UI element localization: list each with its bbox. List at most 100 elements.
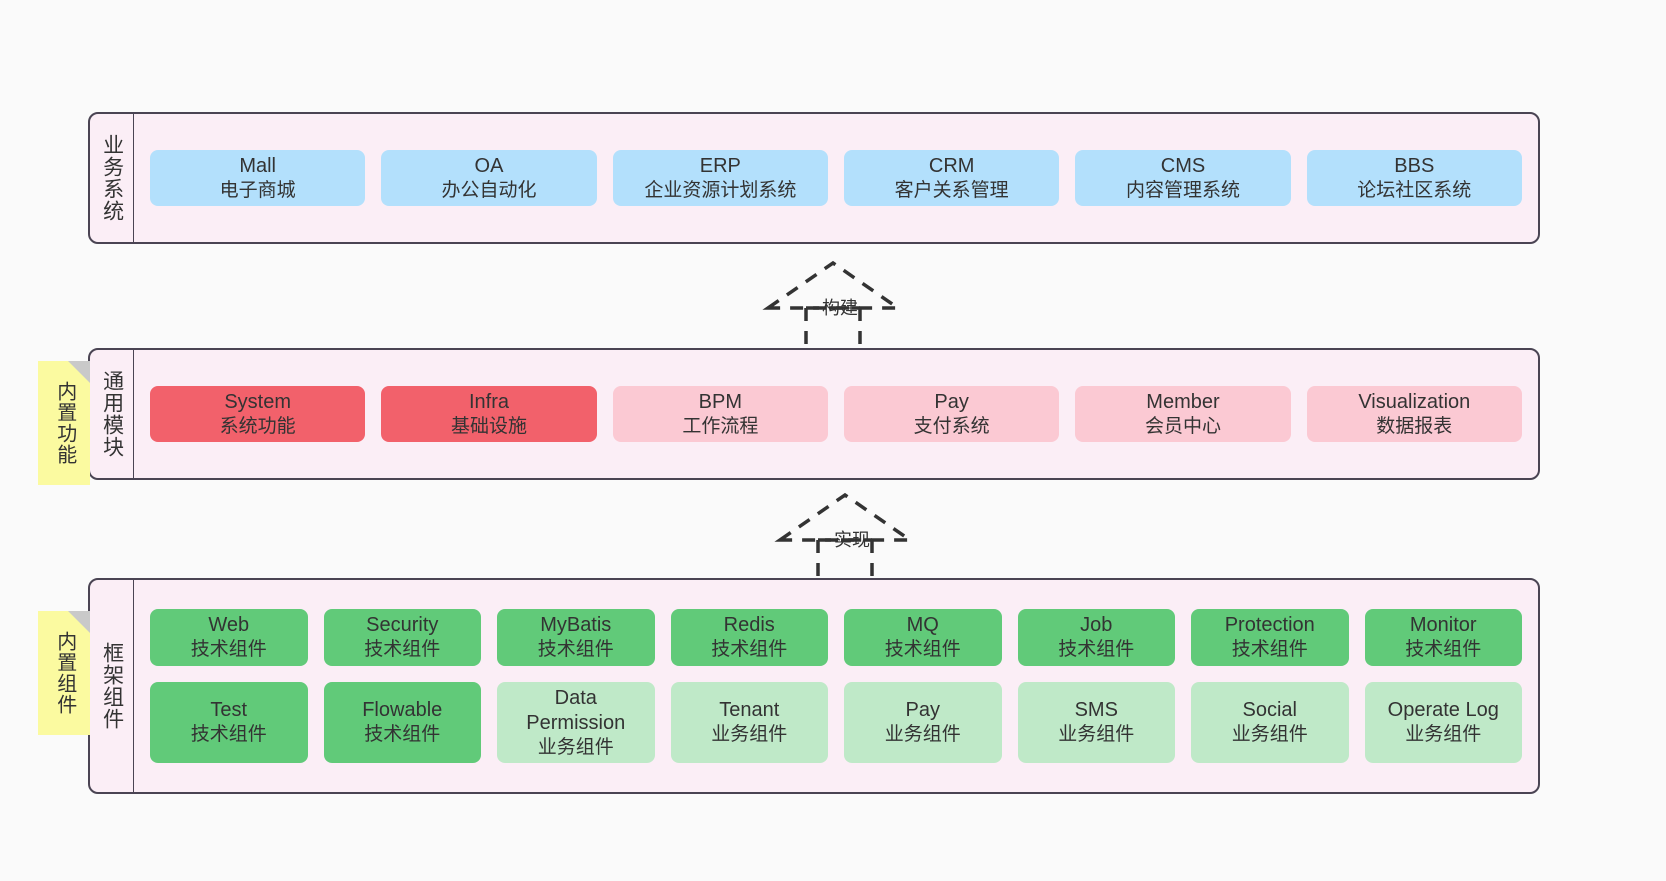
- node-title: MyBatis: [540, 613, 612, 636]
- node-title: Tenant: [719, 699, 780, 721]
- node-mybatis[interactable]: MyBatis 技术组件: [497, 608, 655, 666]
- node-security[interactable]: Security 技术组件: [323, 608, 481, 666]
- node-title: Job: [1080, 613, 1113, 636]
- node-title: OA: [474, 154, 504, 177]
- node-subtitle: 论坛社区系统: [1357, 179, 1472, 201]
- node-mq[interactable]: MQ 技术组件: [844, 608, 1002, 666]
- node-pay[interactable]: Pay 支付系统: [843, 385, 1060, 443]
- node-monitor[interactable]: Monitor 技术组件: [1364, 608, 1522, 666]
- node-title: Operate Log: [1387, 699, 1499, 721]
- node-title: BPM: [698, 390, 742, 413]
- node-subtitle: 企业资源计划系统: [644, 179, 797, 201]
- node-title: BBS: [1394, 154, 1435, 177]
- node-title: Redis: [723, 613, 775, 636]
- node-subtitle: 技术组件: [1231, 638, 1308, 660]
- layer-common-module-title: 通用模块: [90, 350, 134, 478]
- node-subtitle: 业务组件: [1405, 724, 1482, 745]
- row: System 系统功能 Infra 基础设施 BPM 工作流程 Pay 支付系统…: [150, 385, 1522, 443]
- node-subtitle: 办公自动化: [441, 179, 537, 201]
- node-test[interactable]: Test 技术组件: [150, 681, 308, 764]
- node-subtitle: 系统功能: [219, 415, 296, 437]
- node-cms[interactable]: CMS 内容管理系统: [1075, 149, 1291, 207]
- arrow-stem: [816, 538, 874, 582]
- node-title: Test: [210, 699, 248, 721]
- node-title: Protection: [1224, 613, 1315, 636]
- node-subtitle: 工作流程: [682, 415, 759, 437]
- node-protection[interactable]: Protection 技术组件: [1191, 608, 1349, 666]
- node-subtitle: 技术组件: [1405, 638, 1482, 660]
- node-title: SMS: [1074, 699, 1118, 721]
- node-web[interactable]: Web 技术组件: [150, 608, 308, 666]
- node-title: Member: [1146, 390, 1220, 413]
- node-title: Infra: [468, 390, 509, 413]
- connector-build: 构建: [758, 258, 908, 350]
- node-subtitle: 技术组件: [190, 724, 267, 745]
- connector-build-label: 构建: [822, 298, 858, 318]
- arrow-stem: [804, 306, 862, 350]
- node-subtitle: 技术组件: [537, 638, 614, 660]
- node-flowable[interactable]: Flowable 技术组件: [323, 681, 481, 764]
- node-subtitle: 业务组件: [884, 724, 961, 745]
- layer-framework-component-body: Web 技术组件 Security 技术组件 MyBatis 技术组件 Redi…: [134, 580, 1538, 792]
- layer-framework-component-title: 框架组件: [90, 580, 134, 792]
- node-crm[interactable]: CRM 客户关系管理: [843, 149, 1060, 207]
- layer-business-system: 业务系统 Mall 电子商城 OA 办公自动化 ERP 企业资源计划系统 CRM…: [88, 112, 1540, 244]
- node-member[interactable]: Member 会员中心: [1075, 385, 1291, 443]
- node-title: System: [224, 390, 291, 413]
- node-subtitle: 电子商城: [219, 179, 296, 201]
- node-subtitle: 支付系统: [913, 415, 990, 437]
- node-subtitle: 业务组件: [1231, 724, 1308, 745]
- node-tenant[interactable]: Tenant 业务组件: [670, 681, 828, 764]
- node-subtitle: 业务组件: [537, 736, 614, 758]
- node-pay-business[interactable]: Pay 业务组件: [844, 681, 1002, 764]
- node-title: MQ: [906, 613, 939, 636]
- node-mall[interactable]: Mall 电子商城: [150, 149, 366, 207]
- node-title: Web: [208, 613, 250, 636]
- node-title: Mall: [239, 154, 276, 177]
- connector-implement-label: 实现: [834, 530, 870, 550]
- node-erp[interactable]: ERP 企业资源计划系统: [612, 149, 828, 207]
- node-title: ERP: [699, 154, 741, 177]
- node-job[interactable]: Job 技术组件: [1017, 608, 1175, 666]
- node-subtitle: 技术组件: [364, 638, 441, 660]
- node-visualization[interactable]: Visualization 数据报表: [1306, 385, 1522, 443]
- node-operate-log[interactable]: Operate Log 业务组件: [1364, 681, 1522, 764]
- node-subtitle: 数据报表: [1376, 415, 1453, 437]
- node-title: Data Permission: [526, 686, 626, 734]
- node-subtitle: 业务组件: [711, 724, 788, 745]
- node-social[interactable]: Social 业务组件: [1191, 681, 1349, 764]
- note-label: 内置功能: [53, 381, 76, 465]
- layer-business-system-body: Mall 电子商城 OA 办公自动化 ERP 企业资源计划系统 CRM 客户关系…: [134, 114, 1538, 242]
- layer-business-system-title: 业务系统: [90, 114, 134, 242]
- row: Web 技术组件 Security 技术组件 MyBatis 技术组件 Redi…: [150, 608, 1522, 666]
- note-builtin-function: 内置功能: [38, 361, 90, 485]
- node-bbs[interactable]: BBS 论坛社区系统: [1306, 149, 1522, 207]
- node-system[interactable]: System 系统功能: [150, 385, 366, 443]
- arrowhead-triangle: [774, 492, 916, 542]
- node-oa[interactable]: OA 办公自动化: [381, 149, 597, 207]
- node-bpm[interactable]: BPM 工作流程: [612, 385, 828, 443]
- row: Mall 电子商城 OA 办公自动化 ERP 企业资源计划系统 CRM 客户关系…: [150, 149, 1522, 207]
- node-infra[interactable]: Infra 基础设施: [381, 385, 597, 443]
- layer-framework-component: 框架组件 Web 技术组件 Security 技术组件 MyBatis 技术组件…: [88, 578, 1540, 794]
- node-sms[interactable]: SMS 业务组件: [1017, 681, 1175, 764]
- note-fold-corner-icon: [68, 361, 90, 383]
- layer-common-module-body: System 系统功能 Infra 基础设施 BPM 工作流程 Pay 支付系统…: [134, 350, 1538, 478]
- note-fold-corner-icon: [68, 611, 90, 633]
- node-subtitle: 会员中心: [1144, 415, 1221, 437]
- node-subtitle: 技术组件: [711, 638, 788, 660]
- node-redis[interactable]: Redis 技术组件: [670, 608, 828, 666]
- node-data-permission[interactable]: Data Permission 业务组件: [497, 681, 655, 764]
- node-title: CMS: [1160, 154, 1206, 177]
- node-subtitle: 内容管理系统: [1125, 179, 1240, 201]
- node-subtitle: 技术组件: [190, 638, 267, 660]
- node-title: Visualization: [1358, 390, 1471, 413]
- node-title: Monitor: [1409, 613, 1477, 636]
- node-subtitle: 技术组件: [364, 724, 441, 745]
- node-subtitle: 基础设施: [450, 415, 527, 437]
- node-subtitle: 技术组件: [1058, 638, 1135, 660]
- layer-common-module: 通用模块 System 系统功能 Infra 基础设施 BPM 工作流程 Pay…: [88, 348, 1540, 480]
- node-title: Social: [1242, 699, 1297, 721]
- node-subtitle: 客户关系管理: [894, 179, 1009, 201]
